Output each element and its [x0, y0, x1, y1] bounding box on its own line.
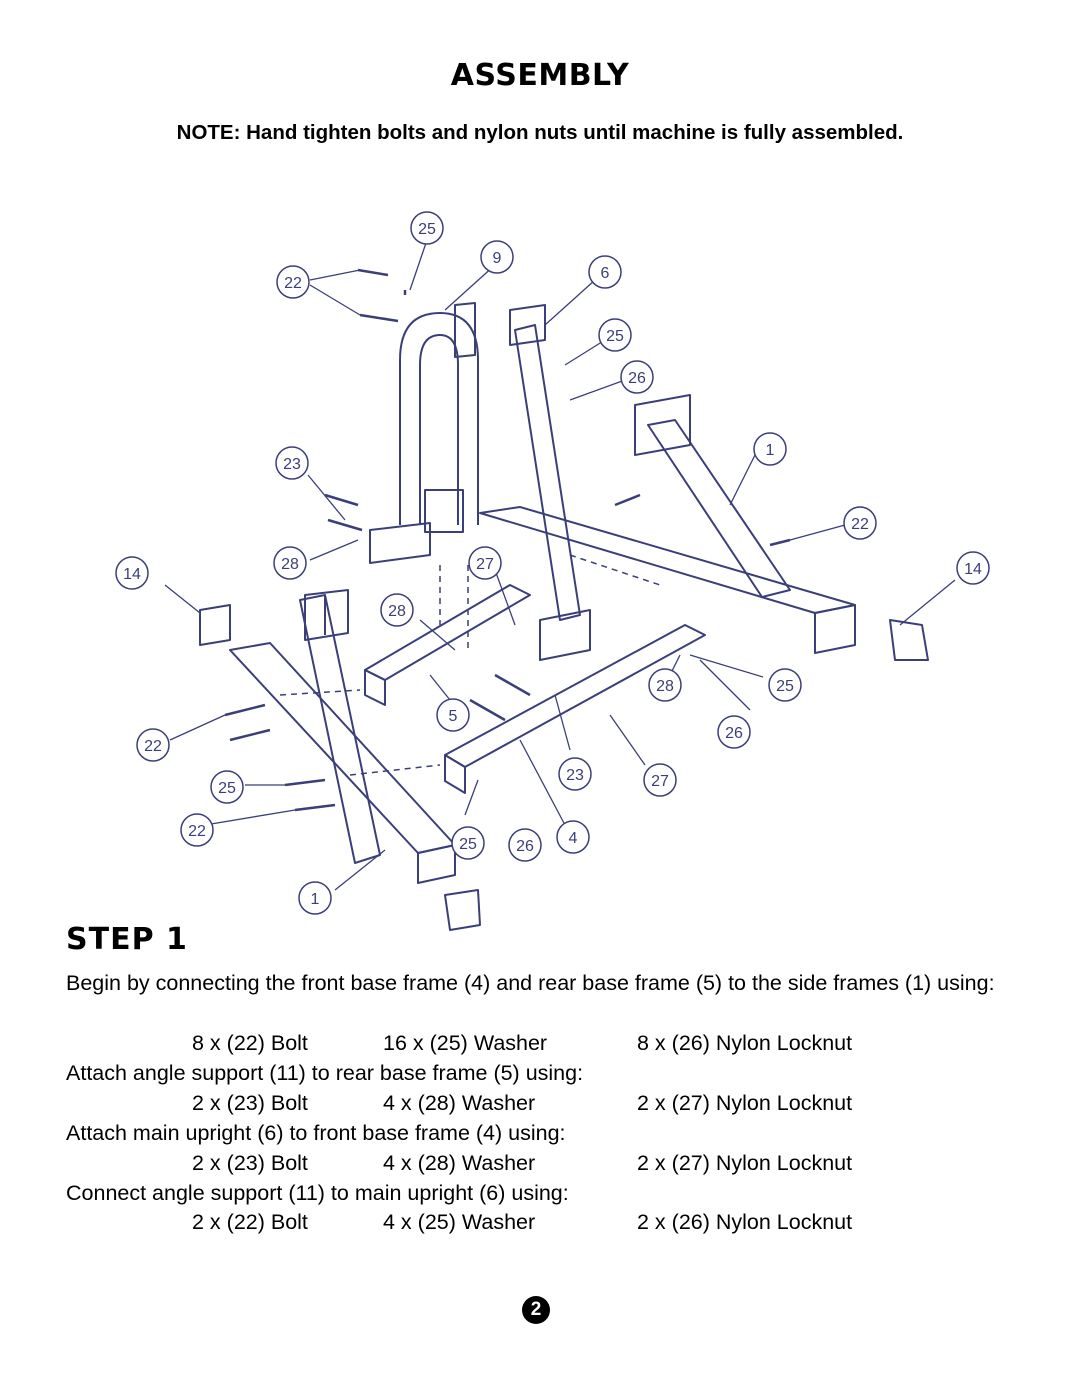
- assembly-diagram: 25 9 6 22 25 26 1 23 22 28 27 14 14 28 5…: [115, 211, 990, 931]
- callout-28: 28: [380, 593, 414, 627]
- svg-text:26: 26: [628, 370, 646, 387]
- callout-14: 14: [115, 556, 149, 590]
- nut-qty: 2 x (26) Nylon Locknut: [637, 1210, 853, 1234]
- svg-text:25: 25: [459, 836, 477, 853]
- svg-text:25: 25: [418, 221, 436, 238]
- page-number: 2: [522, 1296, 550, 1324]
- svg-text:22: 22: [144, 738, 162, 755]
- end-caps: [199, 604, 929, 931]
- svg-text:5: 5: [449, 708, 458, 725]
- callout-26: 26: [717, 715, 751, 749]
- callout-28: 28: [273, 546, 307, 580]
- callout-25: 25: [451, 826, 485, 860]
- svg-text:28: 28: [281, 556, 299, 573]
- angle-support: [369, 302, 479, 564]
- svg-text:6: 6: [601, 265, 610, 282]
- callout-26: 26: [508, 828, 542, 862]
- callout-26: 26: [620, 360, 654, 394]
- svg-text:26: 26: [516, 838, 534, 855]
- instruction-line: Connect angle support (11) to main uprig…: [66, 1181, 569, 1205]
- svg-text:26: 26: [725, 725, 743, 742]
- callout-4: 4: [556, 820, 590, 854]
- callout-6: 6: [588, 255, 622, 289]
- callout-9: 9: [480, 240, 514, 274]
- callout-25: 25: [410, 211, 444, 245]
- callout-1: 1: [298, 881, 332, 915]
- instruction-line: Attach angle support (11) to rear base f…: [66, 1061, 584, 1085]
- front-base-frame: [444, 624, 706, 794]
- callout-1: 1: [753, 432, 787, 466]
- callout-23: 23: [558, 757, 592, 791]
- bolt-qty: 2 x (22) Bolt: [192, 1210, 308, 1234]
- svg-text:25: 25: [218, 780, 236, 797]
- svg-text:9: 9: [493, 250, 502, 267]
- bolt-qty: 2 x (23) Bolt: [192, 1091, 308, 1115]
- bolt-qty: 2 x (23) Bolt: [192, 1151, 308, 1175]
- callout-25: 25: [598, 318, 632, 352]
- nut-qty: 8 x (26) Nylon Locknut: [637, 1031, 853, 1055]
- svg-text:1: 1: [311, 891, 320, 908]
- callout-14: 14: [956, 551, 990, 585]
- svg-text:28: 28: [388, 603, 406, 620]
- nut-qty: 2 x (27) Nylon Locknut: [637, 1091, 853, 1115]
- svg-text:22: 22: [851, 516, 869, 533]
- nut-qty: 2 x (27) Nylon Locknut: [637, 1151, 853, 1175]
- svg-text:4: 4: [569, 830, 578, 847]
- svg-text:25: 25: [776, 678, 794, 695]
- callout-28: 28: [648, 668, 682, 702]
- callout-27: 27: [468, 546, 502, 580]
- washer-qty: 4 x (25) Washer: [383, 1210, 536, 1234]
- side-frame-left: [229, 589, 456, 884]
- callout-27: 27: [643, 763, 677, 797]
- callout-22: 22: [276, 265, 310, 299]
- svg-text:28: 28: [656, 678, 674, 695]
- svg-text:14: 14: [123, 566, 141, 583]
- page-title: ASSEMBLY: [450, 58, 630, 93]
- side-frame-right: [479, 394, 856, 654]
- assembly-note: NOTE: Hand tighten bolts and nylon nuts …: [176, 121, 904, 144]
- instruction-line: Attach main upright (6) to front base fr…: [66, 1121, 566, 1145]
- callout-5: 5: [436, 698, 470, 732]
- bolt-qty: 8 x (22) Bolt: [192, 1031, 308, 1055]
- callout-23: 23: [275, 446, 309, 480]
- step-heading: STEP 1: [66, 922, 188, 957]
- svg-text:22: 22: [284, 275, 302, 292]
- svg-text:27: 27: [476, 556, 494, 573]
- svg-text:22: 22: [188, 823, 206, 840]
- washer-qty: 4 x (28) Washer: [383, 1151, 536, 1175]
- main-upright: [509, 304, 591, 661]
- washer-qty: 4 x (28) Washer: [383, 1091, 536, 1115]
- rear-base-frame: [364, 584, 531, 706]
- washer-qty: 16 x (25) Washer: [383, 1031, 548, 1055]
- callout-22: 22: [180, 813, 214, 847]
- svg-text:25: 25: [606, 328, 624, 345]
- svg-text:14: 14: [964, 561, 982, 578]
- svg-text:23: 23: [283, 456, 301, 473]
- callout-22: 22: [843, 506, 877, 540]
- svg-text:27: 27: [651, 773, 669, 790]
- svg-text:23: 23: [566, 767, 584, 784]
- svg-text:1: 1: [766, 442, 775, 459]
- callout-25: 25: [210, 770, 244, 804]
- step-intro: Begin by connecting the front base frame…: [66, 971, 995, 995]
- callout-25: 25: [768, 668, 802, 702]
- callout-22: 22: [136, 728, 170, 762]
